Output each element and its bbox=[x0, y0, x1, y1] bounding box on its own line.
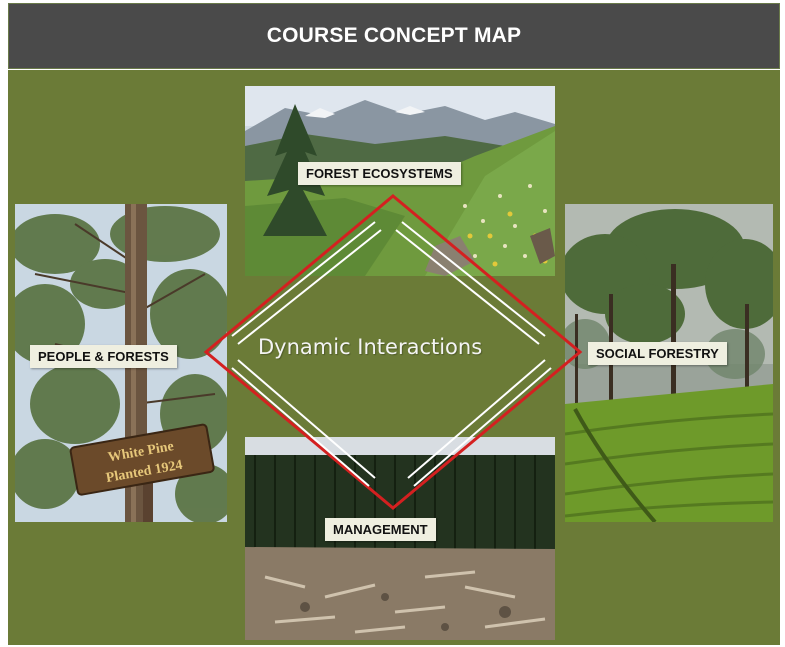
node-label-management: MANAGEMENT bbox=[325, 518, 436, 541]
node-label-forest-ecosystems: FOREST ECOSYSTEMS bbox=[298, 162, 461, 185]
white-pine-sign: White Pine Planted 1924 bbox=[69, 423, 215, 522]
page-title: COURSE CONCEPT MAP bbox=[266, 24, 522, 47]
node-label-social-forestry: SOCIAL FORESTRY bbox=[588, 342, 727, 365]
header-bar: COURSE CONCEPT MAP bbox=[8, 3, 780, 69]
node-label-people-forests: PEOPLE & FORESTS bbox=[30, 345, 177, 368]
social-forestry-photo bbox=[565, 204, 773, 522]
people-forests-photo: White Pine Planted 1924 bbox=[15, 204, 227, 522]
center-label: Dynamic Interactions bbox=[258, 335, 483, 359]
